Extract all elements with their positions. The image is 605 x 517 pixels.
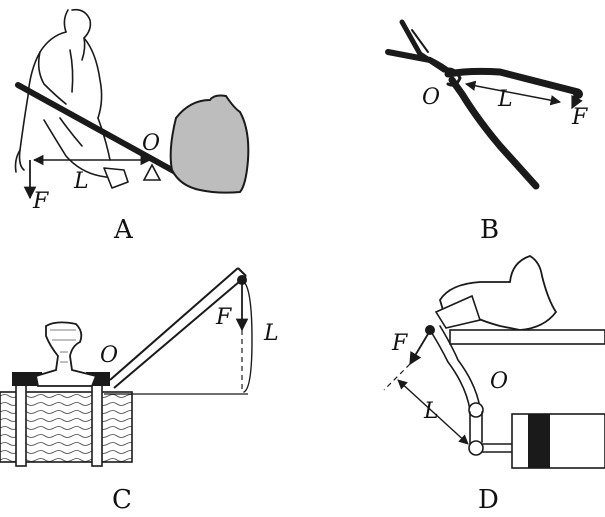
panel-b: O L F B: [385, 19, 588, 245]
pivot-label: O: [100, 343, 118, 368]
fulcrum-triangle: [142, 163, 162, 181]
force-label: F: [571, 105, 588, 130]
panel-caption: A: [113, 215, 134, 245]
rock: [169, 94, 250, 194]
panel-caption: B: [480, 215, 499, 245]
arm-arrow: [397, 379, 469, 445]
rail: [34, 321, 98, 387]
panel-a: F L O A: [14, 8, 250, 245]
crowbar-lower: [113, 275, 247, 389]
pivot-label: O: [490, 369, 508, 394]
pivot-joint: [468, 402, 484, 418]
arm-bracket: [243, 281, 253, 393]
man-figure: [14, 8, 129, 189]
floor-board: [449, 329, 605, 345]
force-label: F: [32, 189, 49, 214]
force-point: [425, 325, 435, 335]
pivot-label: O: [142, 131, 160, 156]
pivot-label: O: [422, 85, 440, 110]
arm-label: L: [263, 321, 279, 346]
pedal-plate: [434, 294, 482, 329]
pliers-upper-handle: [444, 67, 582, 96]
panel-caption: D: [478, 485, 499, 515]
panel-c: F L O C: [0, 267, 279, 515]
arm-label: L: [73, 169, 89, 194]
pliers-lower-handle: [448, 76, 540, 190]
force-arrow: [409, 333, 429, 366]
arm-label: L: [497, 87, 513, 112]
panel-caption: C: [112, 485, 132, 515]
force-label: F: [215, 305, 232, 330]
master-cylinder: [511, 413, 605, 469]
arm-label: L: [423, 399, 439, 424]
force-label: F: [391, 331, 408, 356]
arm-arrow: [464, 80, 562, 106]
panel-d: F L O D: [383, 255, 605, 515]
lever-bar: [15, 82, 193, 183]
crowbar-upper: [109, 267, 239, 381]
force-arrow: [571, 95, 583, 110]
